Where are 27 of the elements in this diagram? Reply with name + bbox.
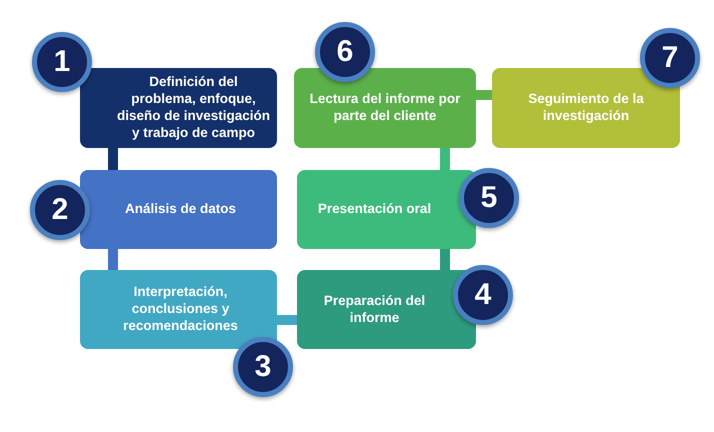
step-number: 3 [233,337,293,397]
step-number: 6 [315,22,375,82]
connector-bar [440,249,450,270]
step-box [297,170,476,249]
step-text: Análisis de datos [124,201,236,218]
step-number: 1 [32,32,92,92]
step-box [80,68,277,148]
step-text: Definición del problema, enfoque, diseño de investigación y trabajo de campo [116,74,271,142]
step-text: Seguimiento de la investigación [527,91,645,125]
step-text: Lectura del informe por parte del cliente [308,91,462,125]
step-number: 2 [30,180,90,240]
step-box [80,170,277,249]
step-text: Interpretación, conclusiones y recomendaciones [122,284,239,335]
step-box [80,270,277,349]
step-box [294,68,476,148]
step-box [492,68,680,148]
connector-bar [108,148,118,170]
connector-bar [476,90,492,100]
step-text: Preparación del informe [322,292,426,326]
step-text: Presentación oral [318,201,432,218]
step-box [297,270,476,349]
step-number: 5 [459,168,519,228]
connector-bar [277,315,297,325]
connector-bar [440,148,450,170]
step-number: 4 [453,265,513,325]
connector-bar [108,249,118,270]
step-number: 7 [640,28,700,88]
